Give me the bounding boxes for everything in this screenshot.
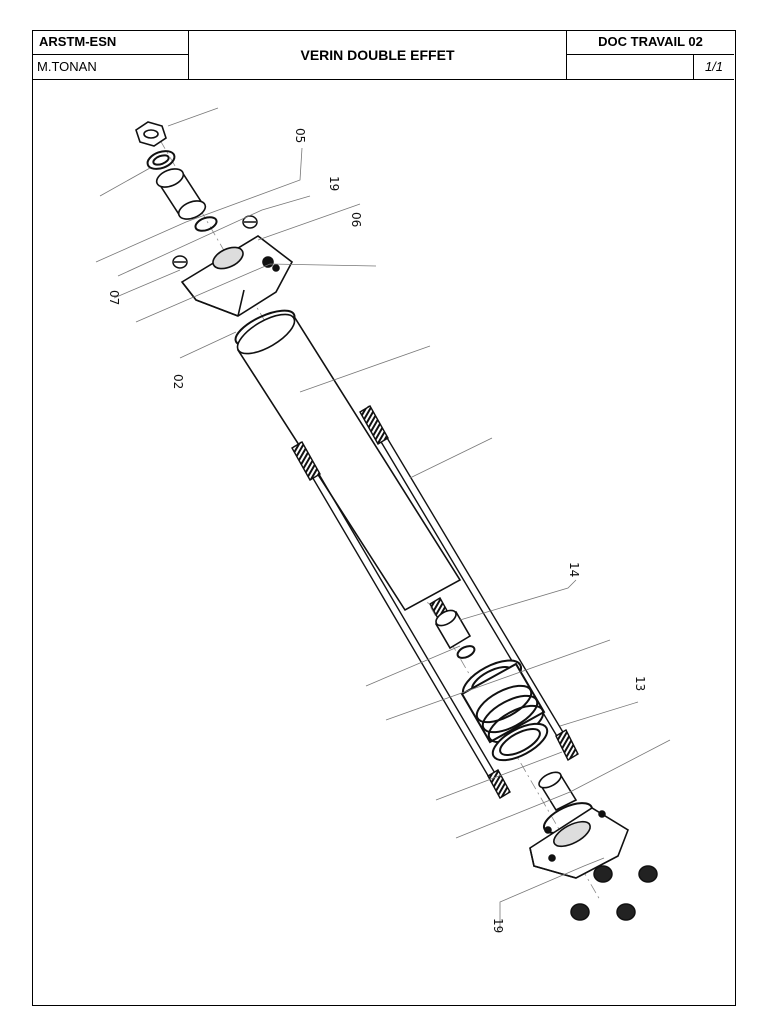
o-ring-rod (194, 216, 218, 232)
part-label: 07 (107, 290, 121, 305)
title-block: ARSTM-ESN M.TONAN VERIN DOUBLE EFFET DOC… (33, 31, 734, 80)
document-reference: DOC TRAVAIL 02 (567, 31, 734, 55)
part-label: 14 (567, 562, 581, 577)
part-label: 19 (327, 176, 341, 191)
part-label: 19 (491, 918, 505, 933)
part-label: 02 (171, 374, 185, 389)
part-label: 05 (293, 128, 307, 143)
blank-cell (567, 55, 694, 79)
rod-nut (135, 121, 167, 147)
piston-assembly (460, 659, 549, 762)
part-label: 06 (349, 212, 363, 227)
school-name: ARSTM-ESN (33, 31, 189, 55)
front-end-cap (180, 235, 294, 317)
rear-end-cap (529, 807, 629, 879)
spacer-bush (434, 609, 472, 650)
cylinder-barrel (236, 313, 462, 612)
author-name: M.TONAN (33, 55, 189, 79)
leader-lines (95, 107, 671, 930)
tie-rod-nuts (570, 865, 658, 921)
piston-o-ring (456, 645, 476, 659)
guide-bush (155, 168, 207, 220)
document-title: VERIN DOUBLE EFFET (189, 31, 567, 79)
wiper-seal (146, 150, 176, 170)
page-number: 1/1 (704, 59, 724, 74)
part-label: 13 (633, 676, 647, 691)
tie-rod-left (291, 441, 511, 799)
cap-screws-top (172, 215, 258, 269)
rear-spacer (538, 771, 578, 812)
drawing-sheet: ARSTM-ESN M.TONAN VERIN DOUBLE EFFET DOC… (32, 30, 736, 1006)
